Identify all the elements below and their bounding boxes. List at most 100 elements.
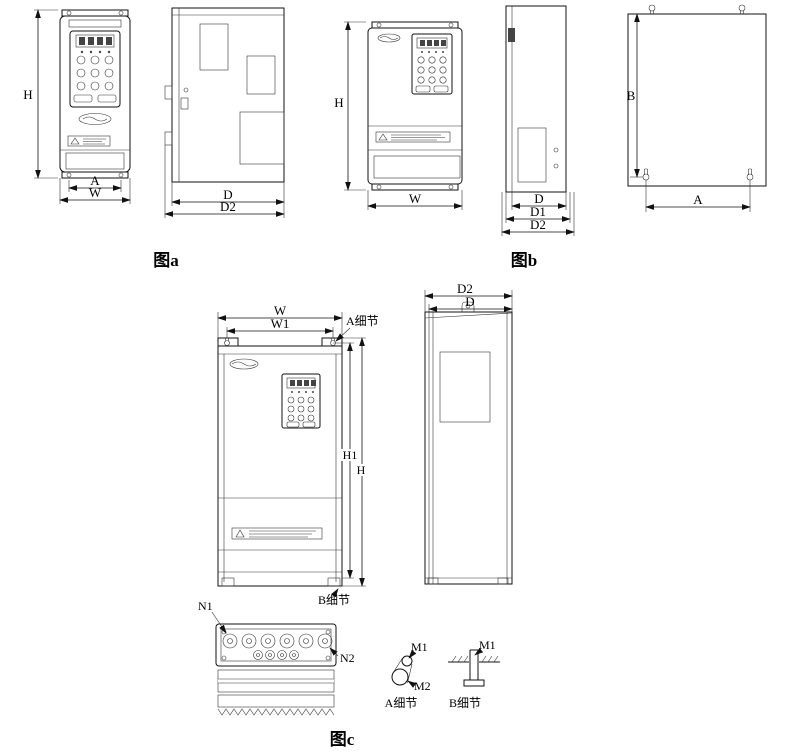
side-vent-lower	[239, 111, 285, 165]
bottom-mounting-ear	[61, 171, 129, 179]
side-outline	[424, 311, 513, 585]
foot	[427, 577, 439, 585]
fig-a-dim-w-label: W	[89, 185, 102, 200]
bottom-vent	[65, 152, 125, 170]
figure-a-front-dimensions: H A W	[23, 9, 131, 204]
figure-c-detail-a: M1 M2 A细节	[385, 640, 431, 710]
screw	[221, 655, 227, 661]
enclosure-body	[367, 27, 463, 185]
figure-c-caption: 图c	[330, 730, 355, 749]
keypad	[69, 30, 121, 108]
bottom-keyhole	[746, 168, 754, 181]
terminal-block-side	[164, 85, 173, 100]
foot	[327, 577, 341, 587]
fig-c-detail-a-callout: A细节	[346, 314, 379, 328]
mounting-hole	[376, 22, 382, 28]
warning-triangle-icon	[235, 529, 245, 538]
foot	[221, 577, 235, 587]
side-outline	[505, 5, 567, 193]
figure-b-front-view	[367, 21, 463, 191]
fig-c-label-n1: N1	[198, 599, 213, 613]
terminal-teeth	[217, 708, 335, 716]
enclosure-body	[217, 345, 343, 587]
figure-b-caption: 图b	[511, 251, 537, 270]
figure-c-terminal-block	[217, 669, 335, 716]
fig-c-dim-h-label: H	[357, 463, 366, 477]
small-gland-holes	[253, 650, 299, 660]
fig-c-dim-w-label: W	[274, 303, 287, 318]
top-mounting-ear-right	[321, 337, 343, 347]
figure-c-bottom-view: N1 N2	[198, 599, 355, 667]
nameplate	[246, 55, 276, 95]
detail-b-caption: B细节	[449, 696, 481, 710]
fig-a-dim-d2-label: D2	[220, 199, 236, 214]
fig-b-dim-h-label: H	[334, 95, 343, 110]
figure-b-side-dimensions: D D1 D2	[501, 191, 575, 236]
fig-b-dim-w-label: W	[409, 191, 422, 206]
top-mounting-ear-left	[217, 337, 239, 347]
mounting-hole	[448, 184, 454, 190]
screw	[325, 655, 331, 661]
fig-a-dim-d-label: D	[223, 187, 232, 202]
figure-b-back-view: B A	[627, 4, 767, 212]
fig-c-dim-d-label: D	[465, 294, 474, 309]
screw	[325, 629, 331, 635]
detail-b-m1-label: M1	[479, 638, 496, 652]
digital-display	[416, 37, 448, 49]
bottom-vent	[373, 155, 461, 179]
figure-c-detail-b: M1 B细节	[448, 638, 500, 710]
warning-label	[67, 135, 111, 147]
mounting-hole	[448, 22, 454, 28]
mounting-hole	[118, 172, 124, 178]
top-mounting-ear	[61, 9, 129, 17]
figure-b-front-dimensions: H W	[334, 21, 463, 210]
fig-b-dim-d-label: D	[534, 191, 543, 206]
side-vent-upper	[199, 23, 229, 71]
figure-c-front-view	[217, 337, 343, 587]
fig-c-dim-d2-label: D2	[457, 281, 473, 296]
figure-c: W W1 A细节 H1 H B细节	[198, 281, 513, 749]
bottom-keyhole	[642, 168, 650, 181]
figure-c-front-dimensions: W W1 A细节 H1 H B细节	[217, 303, 379, 607]
mounting-hole	[66, 10, 72, 16]
bottom-mounting-ear	[371, 183, 459, 191]
keyhole-small-lobe	[401, 655, 413, 667]
cable-gland-holes	[222, 633, 333, 649]
fig-c-dim-w1-label: W1	[271, 316, 290, 331]
fig-b-dim-d1-label: D1	[530, 204, 546, 219]
brand-logo	[78, 113, 112, 125]
fig-b-dim-b-label: B	[627, 88, 636, 103]
mounting-hole	[376, 184, 382, 190]
warning-triangle-icon	[378, 133, 388, 141]
figure-b-side-view	[505, 5, 567, 193]
detail-a-m2-label: M2	[414, 679, 431, 693]
warning-label	[231, 527, 323, 540]
top-keyhole	[738, 4, 746, 14]
fig-b-dim-d2-label: D2	[530, 217, 546, 232]
figure-a-side-view	[164, 7, 285, 183]
bolt-head	[463, 679, 485, 687]
side-vent	[517, 127, 547, 183]
keypad	[411, 33, 453, 95]
warning-label	[375, 131, 451, 143]
top-vent	[68, 19, 122, 28]
side-vent-grid	[439, 351, 491, 423]
keypad-edge	[508, 28, 515, 42]
mounting-hole	[66, 172, 72, 178]
digital-display	[75, 34, 115, 48]
top-mounting-ear	[371, 21, 459, 29]
figure-a-caption: 图a	[153, 251, 179, 270]
figure-c-side-dimensions: D2 D	[424, 281, 513, 312]
figure-a-side-dimensions: D D2	[164, 145, 285, 218]
mounting-plate-outline	[627, 13, 767, 187]
gland-plate-outline	[215, 623, 337, 667]
figure-c-side-view	[424, 301, 513, 585]
fig-c-label-n2: N2	[340, 651, 355, 665]
brand-logo	[229, 358, 259, 370]
figure-a-front-view	[59, 9, 131, 179]
detail-a-m1-label: M1	[411, 640, 428, 654]
brand-logo	[377, 33, 401, 43]
warning-triangle-icon	[70, 137, 80, 145]
